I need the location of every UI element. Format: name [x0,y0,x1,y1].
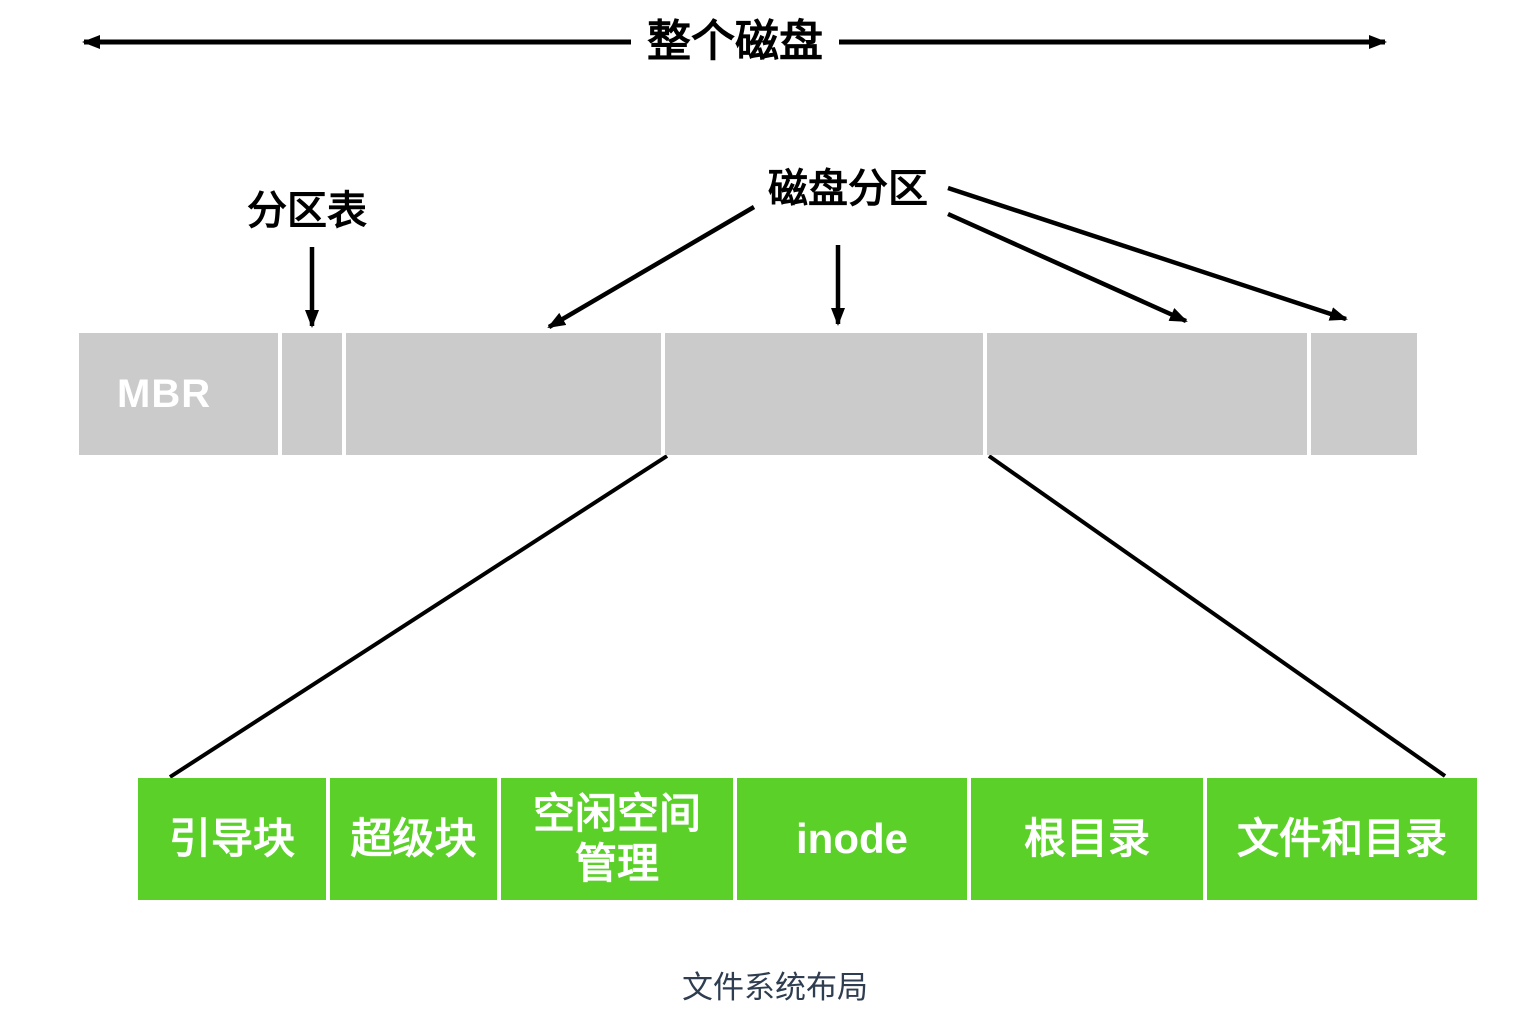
disk-partition-label: 磁盘分区 [758,165,938,213]
disk-segment-partition-3 [987,333,1307,455]
partition-table-label: 分区表 [247,189,367,233]
diagram-caption: 文件系统布局 [682,970,868,1005]
disk-segment-partition-4 [1311,333,1417,455]
fs-segment-boot-block: 引导块 [138,778,326,900]
fs-segment-files-and-directories: 文件和目录 [1207,778,1477,900]
expansion-line-right [987,454,1447,778]
disk-bar: MBR [79,333,1417,455]
mbr-label: MBR [117,371,212,416]
disk-segment-partition-table [282,333,342,455]
disk-segment-mbr: MBR [79,333,278,455]
expansion-line-left [168,454,669,779]
fs-segment-free-space-management: 空闲空间管理 [501,778,733,900]
fs-bar: 引导块 超级块 空闲空间管理 inode 根目录 文件和目录 [138,778,1477,900]
fs-segment-inode: inode [737,778,967,900]
disk-segment-partition-1 [346,333,661,455]
disk-partition-arrow-far-right [947,185,1348,322]
fs-segment-superblock: 超级块 [330,778,497,900]
disk-partition-arrow-left [547,205,756,329]
fs-segment-root-directory: 根目录 [971,778,1203,900]
disk-segment-partition-2 [665,333,983,455]
whole-disk-label: 整个磁盘 [631,14,839,70]
disk-partition-arrow-right [947,211,1188,324]
